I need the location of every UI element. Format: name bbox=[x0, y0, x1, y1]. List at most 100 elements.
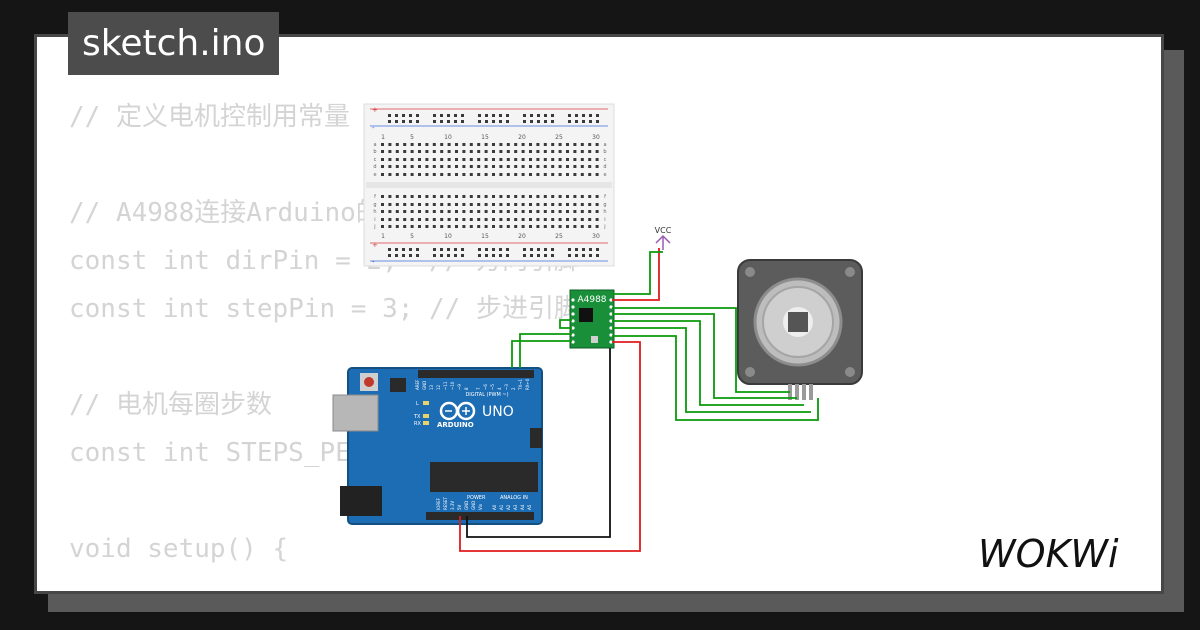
rail-plus-mark: + bbox=[372, 106, 378, 114]
breadboard[interactable]: + - + - 1 5 10 15 20 25 30 1 5 10 15 20 … bbox=[363, 103, 615, 267]
breadboard-hole bbox=[388, 225, 392, 228]
file-title-tab[interactable]: sketch.ino bbox=[68, 12, 280, 75]
breadboard-hole bbox=[425, 203, 429, 206]
pin-label: TX→1 bbox=[518, 378, 523, 391]
breadboard-hole bbox=[447, 143, 451, 146]
breadboard-hole bbox=[529, 143, 532, 146]
breadboard-hole bbox=[506, 114, 509, 117]
breadboard-hole bbox=[492, 218, 495, 221]
breadboard-hole bbox=[568, 114, 571, 117]
breadboard-hole bbox=[484, 165, 488, 168]
breadboard-hole bbox=[536, 150, 540, 153]
a4988-driver[interactable]: A4988 bbox=[569, 289, 615, 349]
wire-sleep-reset[interactable] bbox=[559, 319, 572, 329]
breadboard-hole bbox=[588, 203, 592, 206]
breadboard-hole bbox=[582, 120, 585, 123]
breadboard-hole bbox=[566, 195, 569, 198]
breadboard-hole bbox=[469, 173, 473, 176]
breadboard-hole bbox=[447, 195, 451, 198]
row-letter: h bbox=[373, 209, 376, 215]
breadboard-hole bbox=[478, 114, 481, 117]
breadboard-hole bbox=[433, 114, 436, 117]
breadboard-hole bbox=[551, 210, 555, 213]
breadboard-hole bbox=[395, 150, 399, 153]
breadboard-hole bbox=[455, 210, 458, 213]
column-number: 20 bbox=[518, 233, 526, 240]
breadboard-hole bbox=[551, 165, 555, 168]
breadboard-hole bbox=[478, 120, 481, 123]
breadboard-hole bbox=[492, 143, 495, 146]
breadboard-hole bbox=[551, 114, 554, 117]
breadboard-hole bbox=[440, 203, 444, 206]
breadboard-hole bbox=[432, 195, 436, 198]
breadboard-hole bbox=[440, 120, 443, 123]
wire-gnd-motor[interactable] bbox=[612, 251, 663, 295]
breadboard-hole bbox=[484, 158, 488, 161]
breadboard-hole bbox=[566, 165, 569, 168]
stepper-motor[interactable] bbox=[737, 259, 863, 400]
breadboard-hole bbox=[558, 173, 562, 176]
wire-coil-b2[interactable] bbox=[612, 327, 811, 413]
arduino-uno[interactable]: DIGITAL (PWM ~) AREF GND 13 12 ~11 ~10 ~… bbox=[332, 367, 543, 525]
breadboard-hole bbox=[418, 143, 421, 146]
breadboard-hole bbox=[530, 120, 533, 123]
breadboard-hole bbox=[573, 173, 577, 176]
breadboard-hole bbox=[403, 150, 407, 153]
breadboard-hole bbox=[568, 120, 571, 123]
column-number: 5 bbox=[410, 134, 414, 141]
column-number: 25 bbox=[555, 134, 563, 141]
breadboard-hole bbox=[462, 210, 466, 213]
breadboard-hole bbox=[558, 218, 562, 221]
vcc-label: VCC bbox=[655, 226, 672, 235]
wire-dir[interactable] bbox=[511, 340, 572, 368]
breadboard-hole bbox=[418, 225, 421, 228]
breadboard-hole bbox=[395, 210, 399, 213]
pin-label: 5V bbox=[457, 504, 462, 510]
breadboard-hole bbox=[595, 203, 599, 206]
breadboard-hole bbox=[499, 225, 503, 228]
breadboard-hole bbox=[388, 218, 392, 221]
breadboard-hole bbox=[484, 173, 488, 176]
breadboard-hole bbox=[388, 254, 391, 257]
breadboard-hole bbox=[388, 248, 391, 251]
wire-coil-a2[interactable] bbox=[612, 313, 797, 399]
breadboard-hole bbox=[580, 150, 584, 153]
breadboard-hole bbox=[506, 248, 509, 251]
breadboard-hole bbox=[388, 143, 392, 146]
breadboard-hole bbox=[499, 254, 502, 257]
breadboard-hole bbox=[582, 114, 585, 117]
breadboard-hole bbox=[595, 225, 599, 228]
breadboard-hole bbox=[410, 195, 414, 198]
wire-coil-a1[interactable] bbox=[612, 307, 790, 393]
vcc-symbol[interactable]: VCC bbox=[655, 226, 672, 250]
breadboard-hole bbox=[409, 120, 412, 123]
breadboard-hole bbox=[477, 203, 481, 206]
breadboard-hole bbox=[461, 120, 464, 123]
breadboard-hole bbox=[433, 120, 436, 123]
pin-label: A0 bbox=[492, 504, 497, 510]
breadboard-hole bbox=[537, 114, 540, 117]
wire-gnd[interactable] bbox=[466, 348, 611, 538]
code-line: const int stepPin = 3; // 步进引脚 bbox=[69, 294, 580, 324]
breadboard-hole bbox=[551, 218, 555, 221]
breadboard-hole bbox=[381, 150, 384, 153]
breadboard-hole bbox=[551, 158, 555, 161]
wire-5v[interactable] bbox=[459, 341, 641, 552]
breadboard-hole bbox=[447, 120, 450, 123]
power-analog-header bbox=[426, 512, 534, 520]
breadboard-hole bbox=[589, 254, 592, 257]
digital-header bbox=[418, 370, 534, 378]
wire-coil-return[interactable] bbox=[612, 335, 819, 421]
row-letter: i bbox=[604, 217, 605, 223]
wire-coil-b1[interactable] bbox=[612, 320, 804, 406]
wire-vmot[interactable] bbox=[612, 248, 660, 301]
breadboard-hole bbox=[432, 210, 436, 213]
row-letter: c bbox=[604, 157, 607, 163]
row-letter: g bbox=[373, 202, 376, 208]
wire-step[interactable] bbox=[519, 333, 572, 368]
breadboard-hole bbox=[477, 143, 481, 146]
breadboard-hole bbox=[462, 165, 466, 168]
breadboard-hole bbox=[499, 150, 503, 153]
breadboard-hole bbox=[418, 173, 421, 176]
